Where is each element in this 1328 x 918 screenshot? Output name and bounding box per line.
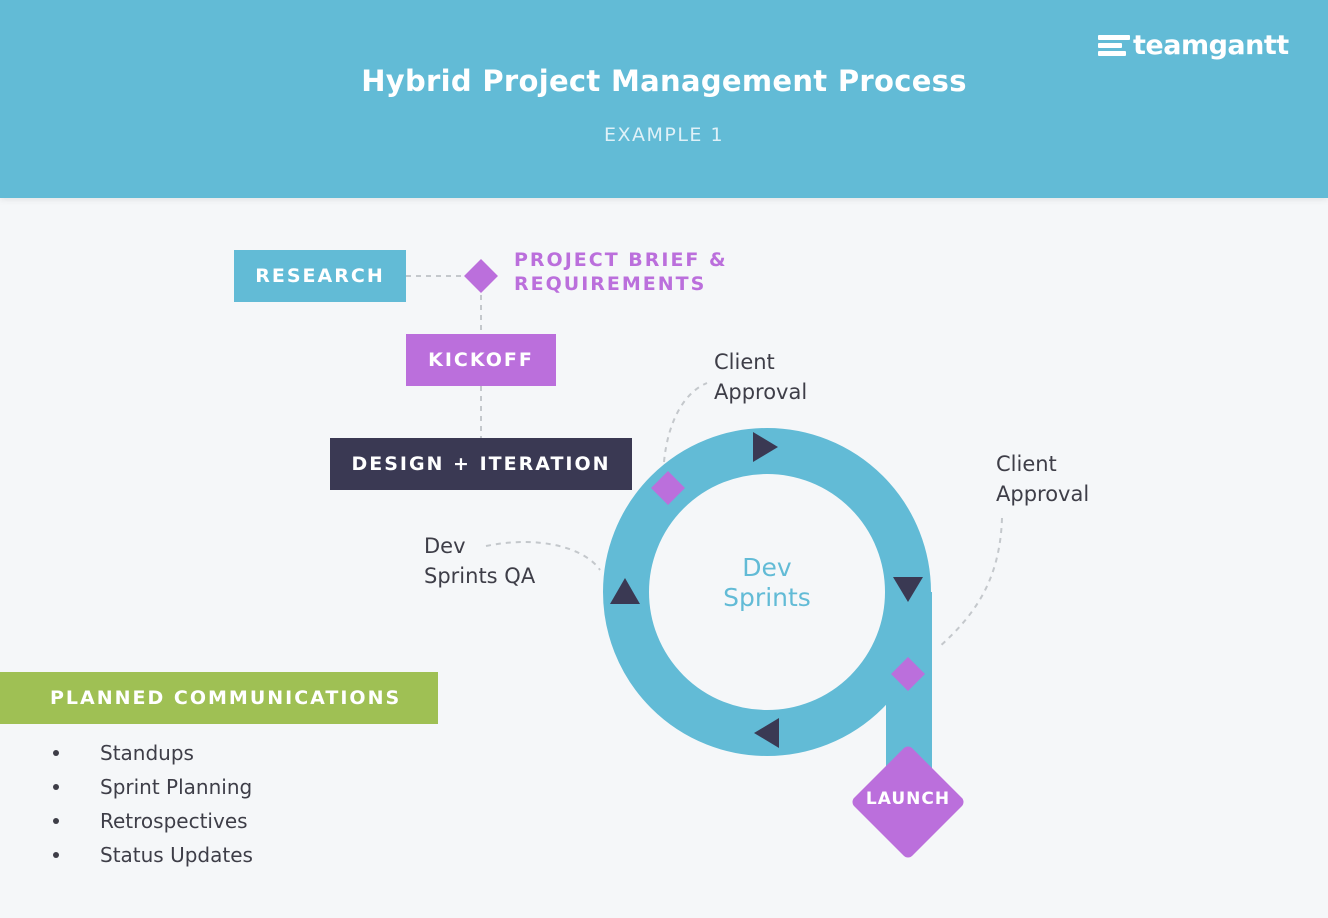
logo-lines-icon — [1098, 32, 1130, 58]
list-item: Standups — [50, 738, 253, 772]
callout-approval-right — [937, 517, 1003, 649]
client-approval-right-label: Client Approval — [996, 449, 1089, 509]
approval-top-line2: Approval — [714, 380, 808, 404]
project-brief-milestone-label: PROJECT BRIEF & REQUIREMENTS — [514, 248, 728, 296]
list-item: Retrospectives — [50, 806, 253, 840]
qa-line1: Dev — [424, 534, 466, 558]
communications-list: Standups Sprint Planning Retrospectives … — [50, 738, 253, 874]
research-phase: RESEARCH — [234, 250, 406, 302]
qa-line2: Sprints QA — [424, 564, 536, 588]
arrow-left-icon — [754, 718, 779, 748]
brief-milestone-diamond — [464, 259, 498, 293]
page-title: Hybrid Project Management Process — [361, 64, 967, 98]
launch-label: LAUNCH — [865, 789, 951, 809]
callout-qa — [485, 541, 601, 571]
list-item: Status Updates — [50, 840, 253, 874]
header-banner: Hybrid Project Management Process EXAMPL… — [0, 0, 1328, 198]
center-line1: Dev — [742, 553, 792, 582]
arrow-right-icon — [753, 432, 778, 462]
design-iteration-phase: DESIGN + ITERATION — [330, 438, 632, 490]
arrow-up-icon — [610, 578, 640, 604]
center-line2: Sprints — [723, 583, 811, 612]
callout-approval-top — [663, 382, 708, 463]
approval-right-line1: Client — [996, 452, 1057, 476]
approval-milestone-diamond-top — [651, 471, 685, 505]
page-subtitle: EXAMPLE 1 — [603, 124, 725, 146]
launch-diamond — [852, 746, 964, 858]
kickoff-phase: KICKOFF — [406, 334, 556, 386]
list-item: Sprint Planning — [50, 772, 253, 806]
arrow-down-icon — [893, 577, 923, 602]
brief-label-line2: REQUIREMENTS — [514, 273, 707, 295]
brief-label-line1: PROJECT BRIEF & — [514, 249, 728, 271]
approval-milestone-diamond-right — [891, 657, 925, 691]
dev-sprints-qa-label: Dev Sprints QA — [424, 531, 535, 591]
teamgantt-logo[interactable]: teamgantt — [1098, 28, 1289, 62]
approval-top-line1: Client — [714, 350, 775, 374]
logo-text: teamgantt — [1133, 29, 1289, 61]
planned-communications-heading: PLANNED COMMUNICATIONS — [0, 672, 438, 724]
dev-sprints-center-label: Dev Sprints — [700, 553, 834, 613]
client-approval-top-label: Client Approval — [714, 347, 807, 407]
approval-right-line2: Approval — [996, 482, 1090, 506]
planned-communications-text: PLANNED COMMUNICATIONS — [50, 687, 402, 709]
